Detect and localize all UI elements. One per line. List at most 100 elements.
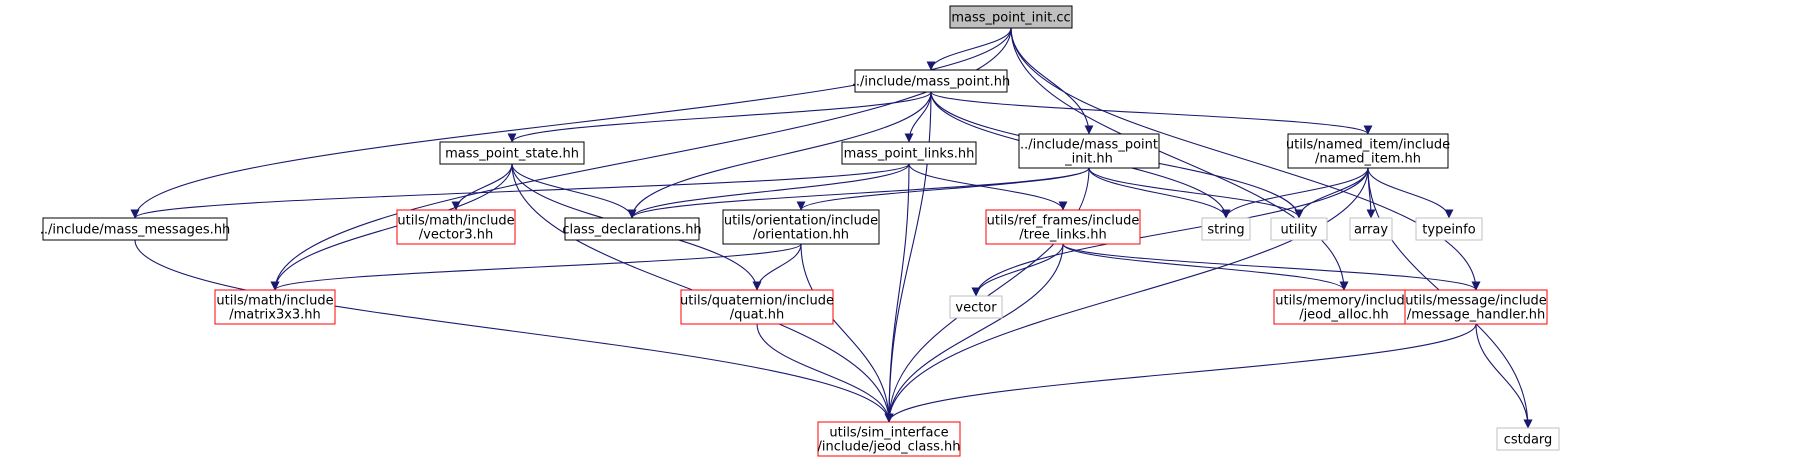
node-box-utility: [1270, 217, 1328, 241]
node-label-orientation-1: /orientation.hh: [753, 228, 849, 243]
node-box-mass_point_links: [841, 141, 977, 165]
node-array[interactable]: array: [1349, 217, 1393, 241]
node-box-array: [1349, 217, 1393, 241]
node-label-class_decl-0: class_declarations.hh: [562, 223, 701, 238]
edge-root-to-jeod_alloc: [1010, 27, 1349, 291]
node-vector[interactable]: vector: [949, 295, 1003, 319]
node-quat[interactable]: utils/quaternion/include/quat.hh: [680, 289, 834, 325]
node-jeod_alloc[interactable]: utils/memory/include/jeod_alloc.hh: [1273, 289, 1415, 325]
node-label-array-0: array: [1354, 223, 1388, 238]
node-mass_point_state[interactable]: mass_point_state.hh: [439, 141, 585, 165]
edge-message_handler-to-cstdarg: [1475, 323, 1533, 429]
nodes-layer: mass_point_init.cc ../include/mass_point.…: [40, 5, 1560, 457]
node-box-string: [1201, 217, 1251, 241]
node-vector3[interactable]: utils/math/include/vector3.hh: [396, 209, 516, 245]
node-label-jeod_class-1: /include/jeod_class.hh: [817, 440, 960, 455]
node-orientation[interactable]: utils/orientation/include/orientation.hh: [722, 209, 880, 245]
edge-mass_point_state-to-class_decl: [511, 163, 637, 219]
node-label-named_item-0: utils/named_item/include: [1286, 138, 1450, 153]
node-label-jeod_alloc-1: /jeod_alloc.hh: [1299, 308, 1389, 323]
node-box-cstdarg: [1496, 427, 1560, 451]
node-mass_point_links[interactable]: mass_point_links.hh: [841, 141, 977, 165]
node-label-mass_point_init_hh-1: _init.hh: [1064, 152, 1113, 167]
node-label-message_handler-0: utils/message/include: [1405, 294, 1547, 309]
node-box-root: [949, 5, 1073, 29]
node-message_handler[interactable]: utils/message/include/message_handler.hh: [1404, 289, 1548, 325]
node-matrix3x3[interactable]: utils/math/include/matrix3x3.hh: [214, 289, 336, 325]
node-label-string-0: string: [1207, 223, 1244, 238]
node-label-named_item-1: /named_item.hh: [1315, 152, 1421, 167]
edge-orientation-to-quat: [752, 243, 802, 291]
edge-mass_point_links-to-tree_links: [908, 163, 1068, 211]
edge-mass_point_state-to-vector3: [451, 163, 513, 211]
node-mass_point_init_hh[interactable]: ../include/mass_point_init.hh: [1018, 133, 1160, 169]
node-mass_point_hh[interactable]: ../include/mass_point.hh: [852, 69, 1011, 93]
edge-mass_point_state-to-matrix3x3: [270, 163, 513, 291]
node-label-quat-0: utils/quaternion/include: [680, 294, 834, 309]
node-box-tree_links: [985, 209, 1141, 245]
node-root[interactable]: mass_point_init.cc: [949, 5, 1073, 29]
node-class_decl[interactable]: class_declarations.hh: [562, 217, 702, 241]
edge-named_item-to-typeinfo: [1367, 167, 1454, 219]
edge-message_handler-to-jeod_class: [884, 323, 1477, 423]
node-label-mass_point_links-0: mass_point_links.hh: [844, 147, 975, 162]
edge-root-to-message_handler: [1010, 27, 1481, 291]
node-label-quat-1: /quat.hh: [730, 308, 785, 323]
edge-tree_links-to-message_handler: [1062, 243, 1481, 291]
node-label-cstdarg-0: cstdarg: [1504, 433, 1553, 448]
edge-orientation-to-matrix3x3: [270, 243, 802, 291]
node-label-utility-0: utility: [1281, 223, 1318, 238]
edge-tree_links-to-vector: [971, 243, 1064, 297]
edge-named_item-to-string: [1221, 167, 1369, 219]
edge-mass_point_init_hh-to-utility: [1088, 167, 1304, 219]
node-box-named_item: [1287, 133, 1449, 169]
node-box-quat: [680, 289, 834, 325]
node-cstdarg[interactable]: cstdarg: [1496, 427, 1560, 451]
edge-mass_point_init_hh-to-orientation: [796, 167, 1090, 211]
node-jeod_class[interactable]: utils/sim_interface/include/jeod_class.h…: [817, 421, 961, 457]
node-label-vector-0: vector: [955, 301, 997, 316]
node-label-matrix3x3-0: utils/math/include: [216, 294, 333, 309]
edge-named_item-to-utility: [1294, 167, 1369, 219]
node-label-vector3-0: utils/math/include: [397, 214, 514, 229]
node-box-jeod_class: [817, 421, 961, 457]
edge-mass_point_links-to-jeod_class: [884, 163, 910, 423]
node-string[interactable]: string: [1201, 217, 1251, 241]
edge-tree_links-to-jeod_class: [884, 243, 1064, 423]
edge-root-to-mass_messages: [130, 27, 1012, 219]
node-box-mass_point_state: [439, 141, 585, 165]
node-box-message_handler: [1404, 289, 1548, 325]
edge-mass_point_hh-to-mass_point_state: [507, 91, 932, 143]
node-label-tree_links-0: utils/ref_frames/include: [987, 214, 1140, 229]
node-label-orientation-0: utils/orientation/include: [724, 214, 878, 229]
node-label-matrix3x3-1: /matrix3x3.hh: [229, 308, 321, 323]
node-mass_messages[interactable]: ../include/mass_messages.hh: [40, 217, 231, 241]
node-label-mass_point_state-0: mass_point_state.hh: [445, 147, 579, 162]
node-label-message_handler-1: /message_handler.hh: [1407, 308, 1545, 323]
node-tree_links[interactable]: utils/ref_frames/include/tree_links.hh: [985, 209, 1141, 245]
node-box-mass_messages: [42, 217, 228, 241]
edge-mass_point_links-to-class_decl: [627, 163, 910, 219]
node-box-vector: [949, 295, 1003, 319]
node-named_item[interactable]: utils/named_item/include/named_item.hh: [1286, 133, 1450, 169]
edge-mass_point_hh-to-named_item: [930, 91, 1373, 135]
node-label-jeod_class-0: utils/sim_interface: [829, 426, 948, 441]
node-label-mass_point_init_hh-0: ../include/mass_point: [1020, 138, 1158, 153]
node-label-root-0: mass_point_init.cc: [951, 11, 1070, 26]
node-box-mass_point_hh: [854, 69, 1008, 93]
node-typeinfo[interactable]: typeinfo: [1415, 217, 1483, 241]
edge-mass_point_init_hh-to-string: [1088, 167, 1231, 219]
edge-named_item-to-vector: [971, 167, 1369, 297]
edge-mass_messages-to-jeod_class: [134, 239, 894, 423]
node-label-typeinfo-0: typeinfo: [1422, 223, 1475, 238]
node-box-class_decl: [564, 217, 700, 241]
node-utility[interactable]: utility: [1270, 217, 1328, 241]
node-box-mass_point_init_hh: [1018, 133, 1160, 169]
node-label-jeod_alloc-0: utils/memory/include: [1275, 294, 1413, 309]
node-label-mass_messages-0: ../include/mass_messages.hh: [40, 223, 231, 238]
edge-root-to-mass_point_init_hh: [1010, 27, 1094, 135]
edge-mass_point_links-to-mass_messages: [130, 163, 910, 219]
node-box-typeinfo: [1415, 217, 1483, 241]
node-label-vector3-1: /vector3.hh: [419, 228, 494, 243]
